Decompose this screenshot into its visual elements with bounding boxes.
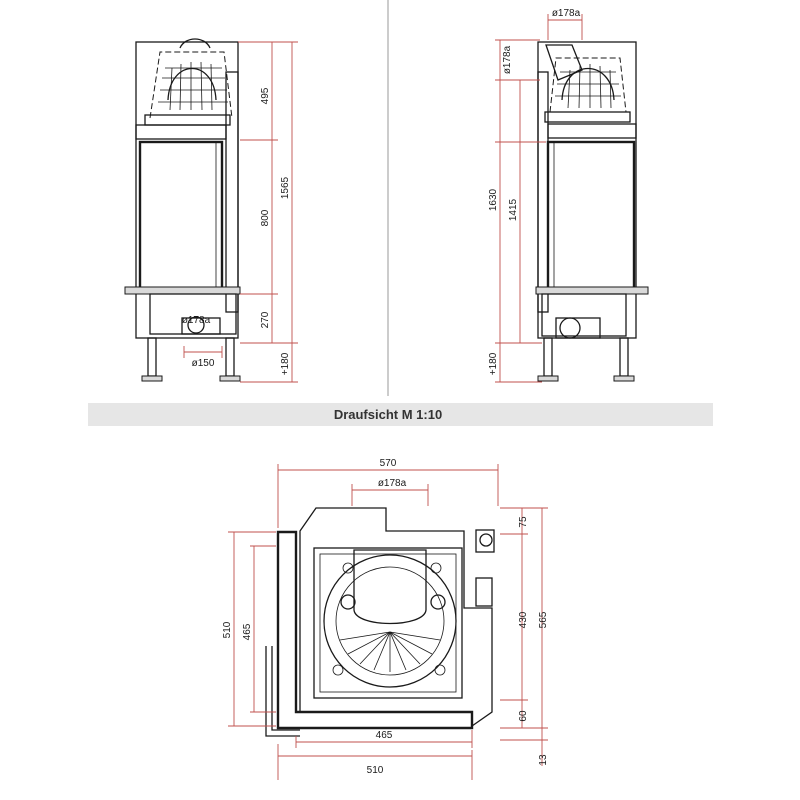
top-glass-angle bbox=[276, 530, 474, 730]
front-dim-flue: ø178a bbox=[182, 315, 211, 326]
top-heat-exchanger-ring bbox=[323, 554, 457, 688]
front-dim-270: 270 bbox=[260, 311, 271, 328]
front-leg-left bbox=[147, 337, 157, 377]
side-dim-1630: 1630 bbox=[488, 188, 499, 211]
front-fins bbox=[158, 61, 228, 111]
front-view: 495 800 1565 270 +180 ø178a ø150 bbox=[124, 38, 298, 383]
section-caption-band bbox=[88, 403, 713, 426]
top-knob-left bbox=[340, 594, 356, 610]
top-dim-570: 570 bbox=[380, 458, 397, 469]
top-heat-exchanger-ring-inner bbox=[335, 566, 445, 676]
side-leg-left bbox=[543, 337, 553, 377]
top-door-handle bbox=[265, 646, 300, 737]
top-corner-ring-tr bbox=[430, 562, 442, 574]
side-heat-exchanger-dashed bbox=[549, 57, 627, 113]
side-leg-right bbox=[619, 337, 629, 377]
top-corner-ring-bl bbox=[332, 664, 344, 676]
top-firebox bbox=[313, 547, 463, 699]
top-flue-dome bbox=[353, 549, 427, 625]
side-dim-flue-top: ø178a bbox=[552, 8, 581, 19]
section-title: Draufsicht M 1:10 bbox=[334, 407, 442, 422]
front-heat-exchanger-dashed bbox=[149, 51, 233, 119]
top-side-fitting bbox=[475, 529, 495, 553]
front-side-wall bbox=[225, 71, 239, 313]
top-dim-flue: ø178a bbox=[378, 478, 407, 489]
top-dim-510-bottom: 510 bbox=[367, 765, 384, 776]
top-dim-565: 565 bbox=[538, 611, 549, 628]
side-glass-door bbox=[546, 140, 636, 290]
side-lintel bbox=[544, 111, 631, 123]
top-knob-right bbox=[430, 594, 446, 610]
side-dim-leg: +180 bbox=[488, 352, 499, 375]
front-air-inlet-circle bbox=[187, 316, 205, 334]
front-lower-body bbox=[149, 293, 237, 335]
front-foot-right bbox=[219, 375, 241, 382]
front-dim-leg: +180 bbox=[280, 352, 291, 375]
side-air-inlet bbox=[555, 317, 601, 339]
top-dim-13: 13 bbox=[538, 754, 549, 766]
side-base-plate bbox=[535, 286, 649, 295]
side-fins bbox=[555, 64, 621, 109]
side-lower-body bbox=[541, 293, 627, 337]
front-flue-collar bbox=[179, 38, 211, 49]
top-door-handle-inner bbox=[271, 646, 300, 731]
top-side-box bbox=[475, 577, 493, 607]
top-dim-60: 60 bbox=[518, 710, 529, 722]
side-side-wall bbox=[537, 71, 549, 313]
top-corner-ring-tl bbox=[342, 562, 354, 574]
side-air-inlet-circle bbox=[559, 317, 581, 339]
side-foot-right bbox=[613, 375, 635, 382]
front-leg-right bbox=[225, 337, 235, 377]
front-heat-exchanger bbox=[167, 67, 217, 101]
front-lintel bbox=[144, 114, 231, 126]
side-dim-flue-side: ø178a bbox=[502, 45, 513, 74]
front-dim-495: 495 bbox=[260, 87, 271, 104]
top-dim-465-left: 465 bbox=[242, 623, 253, 640]
front-dim-1565: 1565 bbox=[280, 176, 291, 199]
front-foot-left bbox=[141, 375, 163, 382]
side-heat-exchanger bbox=[561, 67, 615, 101]
front-base-plate bbox=[124, 286, 241, 295]
top-dim-430: 430 bbox=[518, 611, 529, 628]
top-view: 570 ø178a 510 465 75 430 565 60 13 465 5… bbox=[222, 458, 549, 780]
top-dim-75: 75 bbox=[518, 516, 529, 528]
top-side-fitting-hole bbox=[479, 533, 493, 547]
top-corner-ring-br bbox=[434, 664, 446, 676]
top-fins bbox=[339, 631, 441, 672]
top-dimensions bbox=[228, 464, 548, 780]
front-dimensions bbox=[183, 41, 298, 383]
top-housing bbox=[299, 507, 493, 727]
side-foot-left bbox=[537, 375, 559, 382]
front-lintel-lower bbox=[135, 124, 227, 140]
side-dimensions bbox=[495, 14, 583, 383]
front-dim-800: 800 bbox=[260, 209, 271, 226]
side-dim-1415: 1415 bbox=[508, 198, 519, 221]
side-lintel-lower bbox=[547, 123, 637, 139]
side-flue-outlet bbox=[545, 44, 583, 81]
top-dim-510-left: 510 bbox=[222, 621, 233, 638]
top-dim-465-bottom: 465 bbox=[376, 730, 393, 741]
front-dim-outlet: ø150 bbox=[192, 358, 215, 369]
front-glass-door bbox=[138, 140, 224, 290]
side-view: ø178a ø178a 1630 1415 +180 bbox=[488, 8, 649, 383]
